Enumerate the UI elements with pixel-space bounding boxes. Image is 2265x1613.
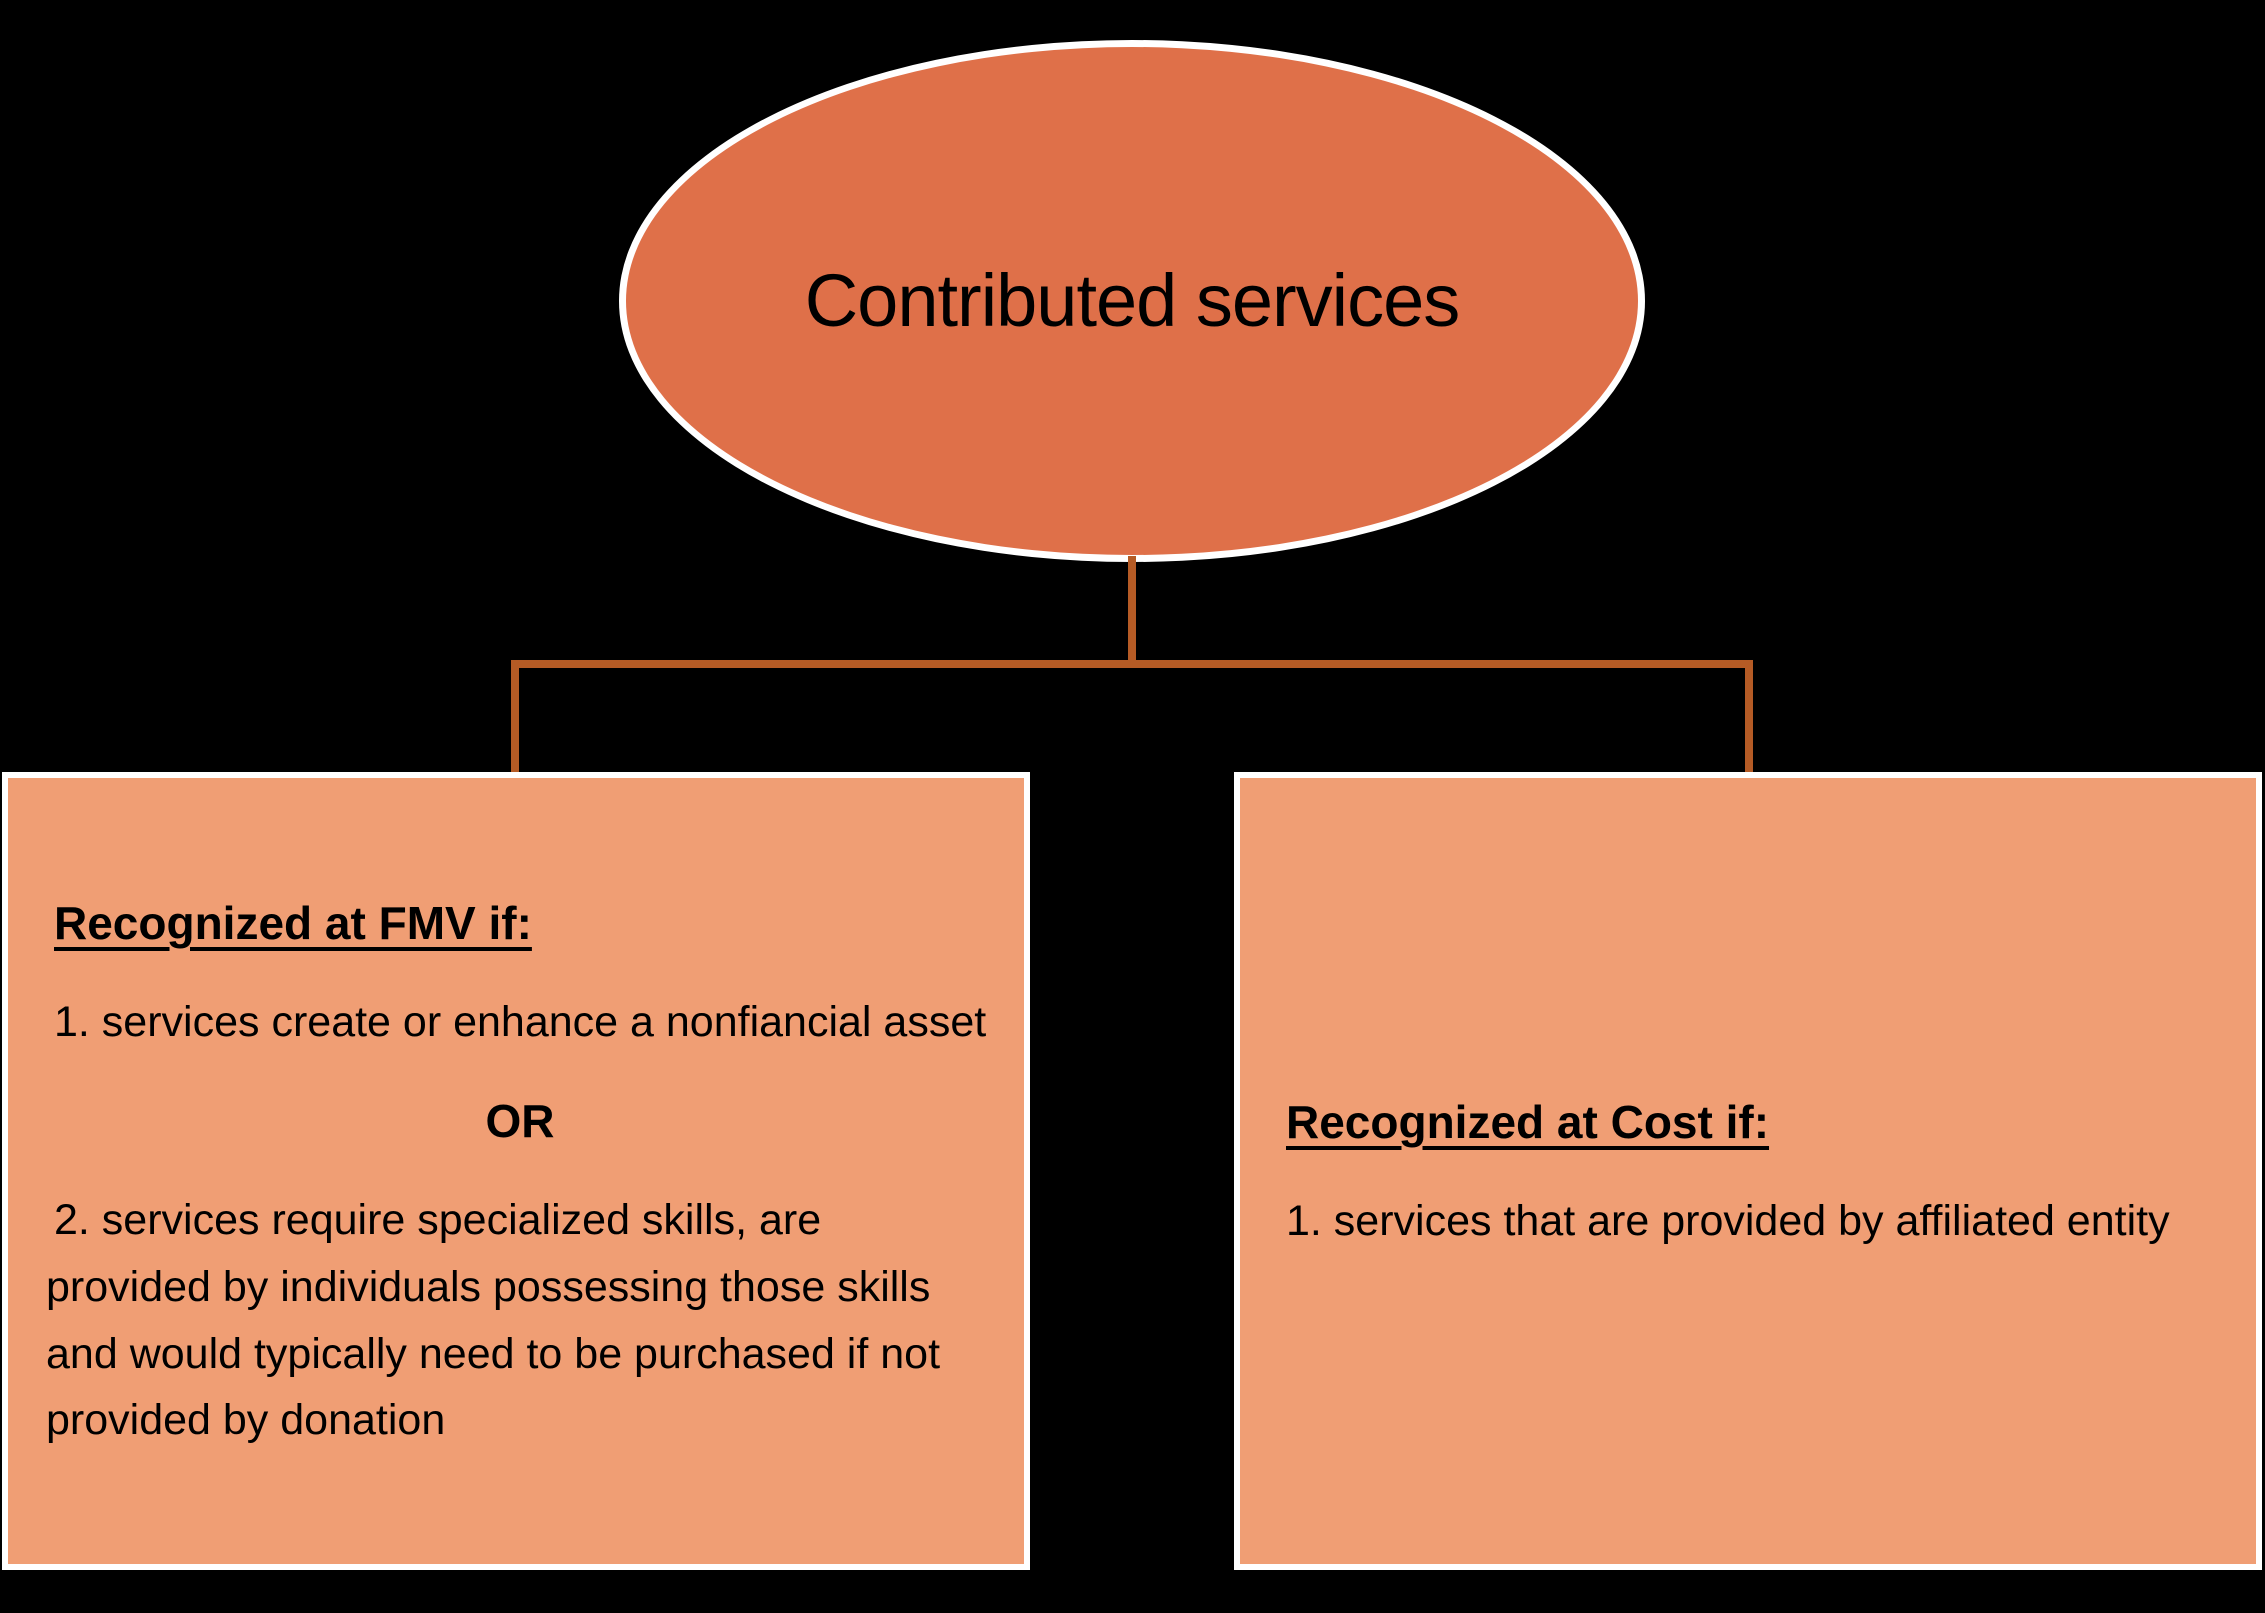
- connector-left-drop: [511, 660, 519, 774]
- fmv-box-or-label: OR: [485, 1095, 555, 1148]
- root-node-label: Contributed services: [804, 259, 1461, 343]
- fmv-box: Recognized at FMV if: 1. services create…: [2, 772, 1030, 1570]
- connector-horizontal: [511, 660, 1753, 668]
- cost-box-heading: Recognized at Cost if:: [1286, 1096, 1770, 1149]
- fmv-box-item-2: 2. services require specialized skills, …: [46, 1196, 941, 1445]
- root-node-ellipse: Contributed services: [619, 40, 1645, 562]
- fmv-box-heading: Recognized at FMV if:: [54, 897, 532, 950]
- fmv-box-item-1: 1. services create or enhance a nonfianc…: [54, 998, 987, 1047]
- cost-box: Recognized at Cost if: 1. services that …: [1234, 772, 2262, 1570]
- connector-right-drop: [1745, 660, 1753, 774]
- cost-box-item-1: 1. services that are provided by affilia…: [1286, 1197, 2170, 1246]
- connector-stem: [1128, 556, 1136, 664]
